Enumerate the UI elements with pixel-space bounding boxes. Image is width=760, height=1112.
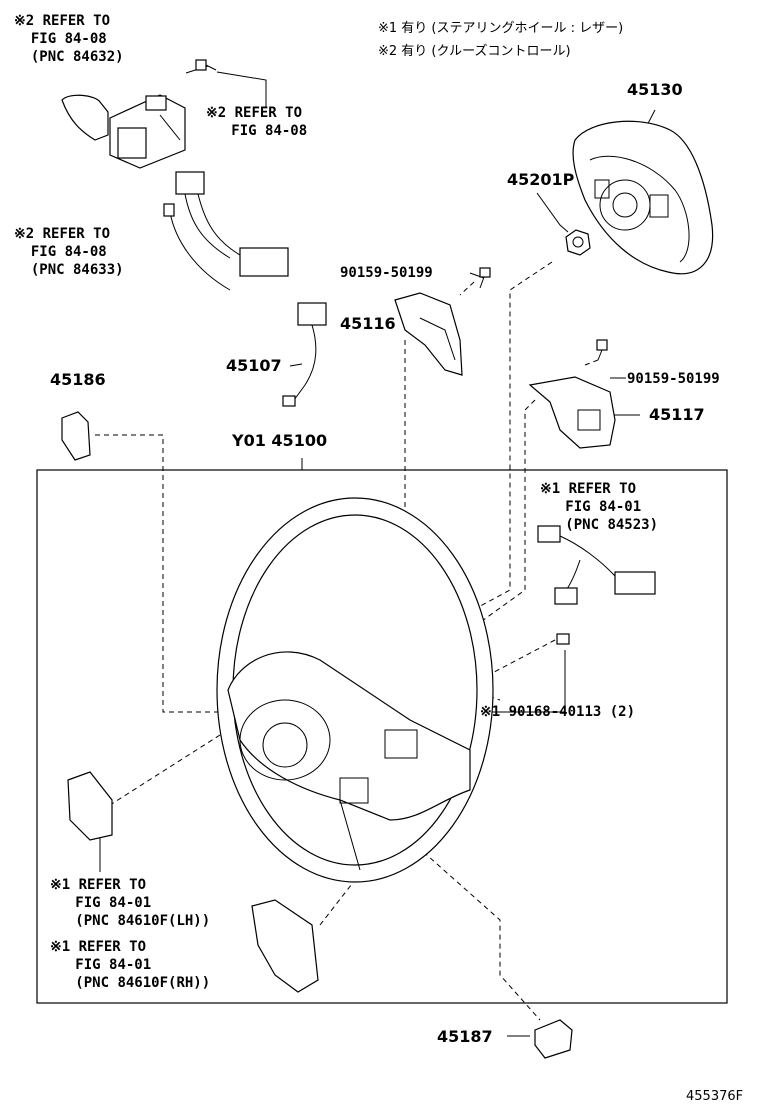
horn-wire-45107 bbox=[282, 302, 327, 407]
part-45107: 45107 bbox=[226, 356, 282, 375]
steering-wheel bbox=[216, 497, 494, 883]
part-90168: ※1 90168-40113 (2) bbox=[480, 704, 636, 720]
nut-45201p bbox=[565, 229, 591, 256]
note-1: ※1 有り (ステアリングホイール : レザー) bbox=[378, 21, 624, 36]
rh-switch bbox=[251, 899, 319, 993]
part-45187: 45187 bbox=[437, 1027, 493, 1046]
bolt-cruise bbox=[195, 59, 217, 71]
part-45116: 45116 bbox=[340, 314, 396, 333]
airbag-module bbox=[572, 120, 714, 275]
bolt-90168 bbox=[556, 633, 570, 645]
cover-45116 bbox=[394, 292, 463, 376]
cruise-wire-harness bbox=[163, 171, 289, 291]
ref-84633: ※2 REFER TO FIG 84-08 (PNC 84633) bbox=[14, 226, 124, 278]
part-90159-b: 90159-50199 bbox=[627, 371, 720, 387]
clip-45187 bbox=[534, 1019, 573, 1059]
part-45186: 45186 bbox=[50, 370, 106, 389]
part-90159-a: 90159-50199 bbox=[340, 265, 433, 281]
leader-lines bbox=[99, 65, 656, 1037]
ref-84610-rh: ※1 REFER TO FIG 84-01 (PNC 84610F(RH)) bbox=[50, 939, 211, 991]
cover-45117 bbox=[528, 376, 616, 449]
part-45130: 45130 bbox=[627, 80, 683, 99]
ref-84610-lh: ※1 REFER TO FIG 84-01 (PNC 84610F(LH)) bbox=[50, 877, 211, 929]
ref-84523: ※1 REFER TO FIG 84-01 (PNC 84523) bbox=[540, 481, 659, 533]
assembly-frame bbox=[36, 469, 728, 1004]
clip-45186 bbox=[61, 411, 91, 461]
screw-lower bbox=[596, 339, 608, 361]
screw-upper bbox=[479, 267, 491, 289]
ref-bolt: ※2 REFER TO FIG 84-08 bbox=[206, 105, 308, 139]
leather-harness bbox=[537, 525, 656, 605]
cruise-control-switch bbox=[61, 94, 186, 169]
part-45100: Y01 45100 bbox=[232, 431, 328, 450]
figure-code: 455376F bbox=[686, 1089, 744, 1104]
part-45201p: 45201P bbox=[507, 170, 575, 189]
note-2: ※2 有り (クルーズコントロール) bbox=[378, 44, 571, 59]
lh-switch bbox=[67, 771, 113, 841]
ref-84632: ※2 REFER TO FIG 84-08 (PNC 84632) bbox=[14, 13, 124, 65]
part-45117: 45117 bbox=[649, 405, 705, 424]
